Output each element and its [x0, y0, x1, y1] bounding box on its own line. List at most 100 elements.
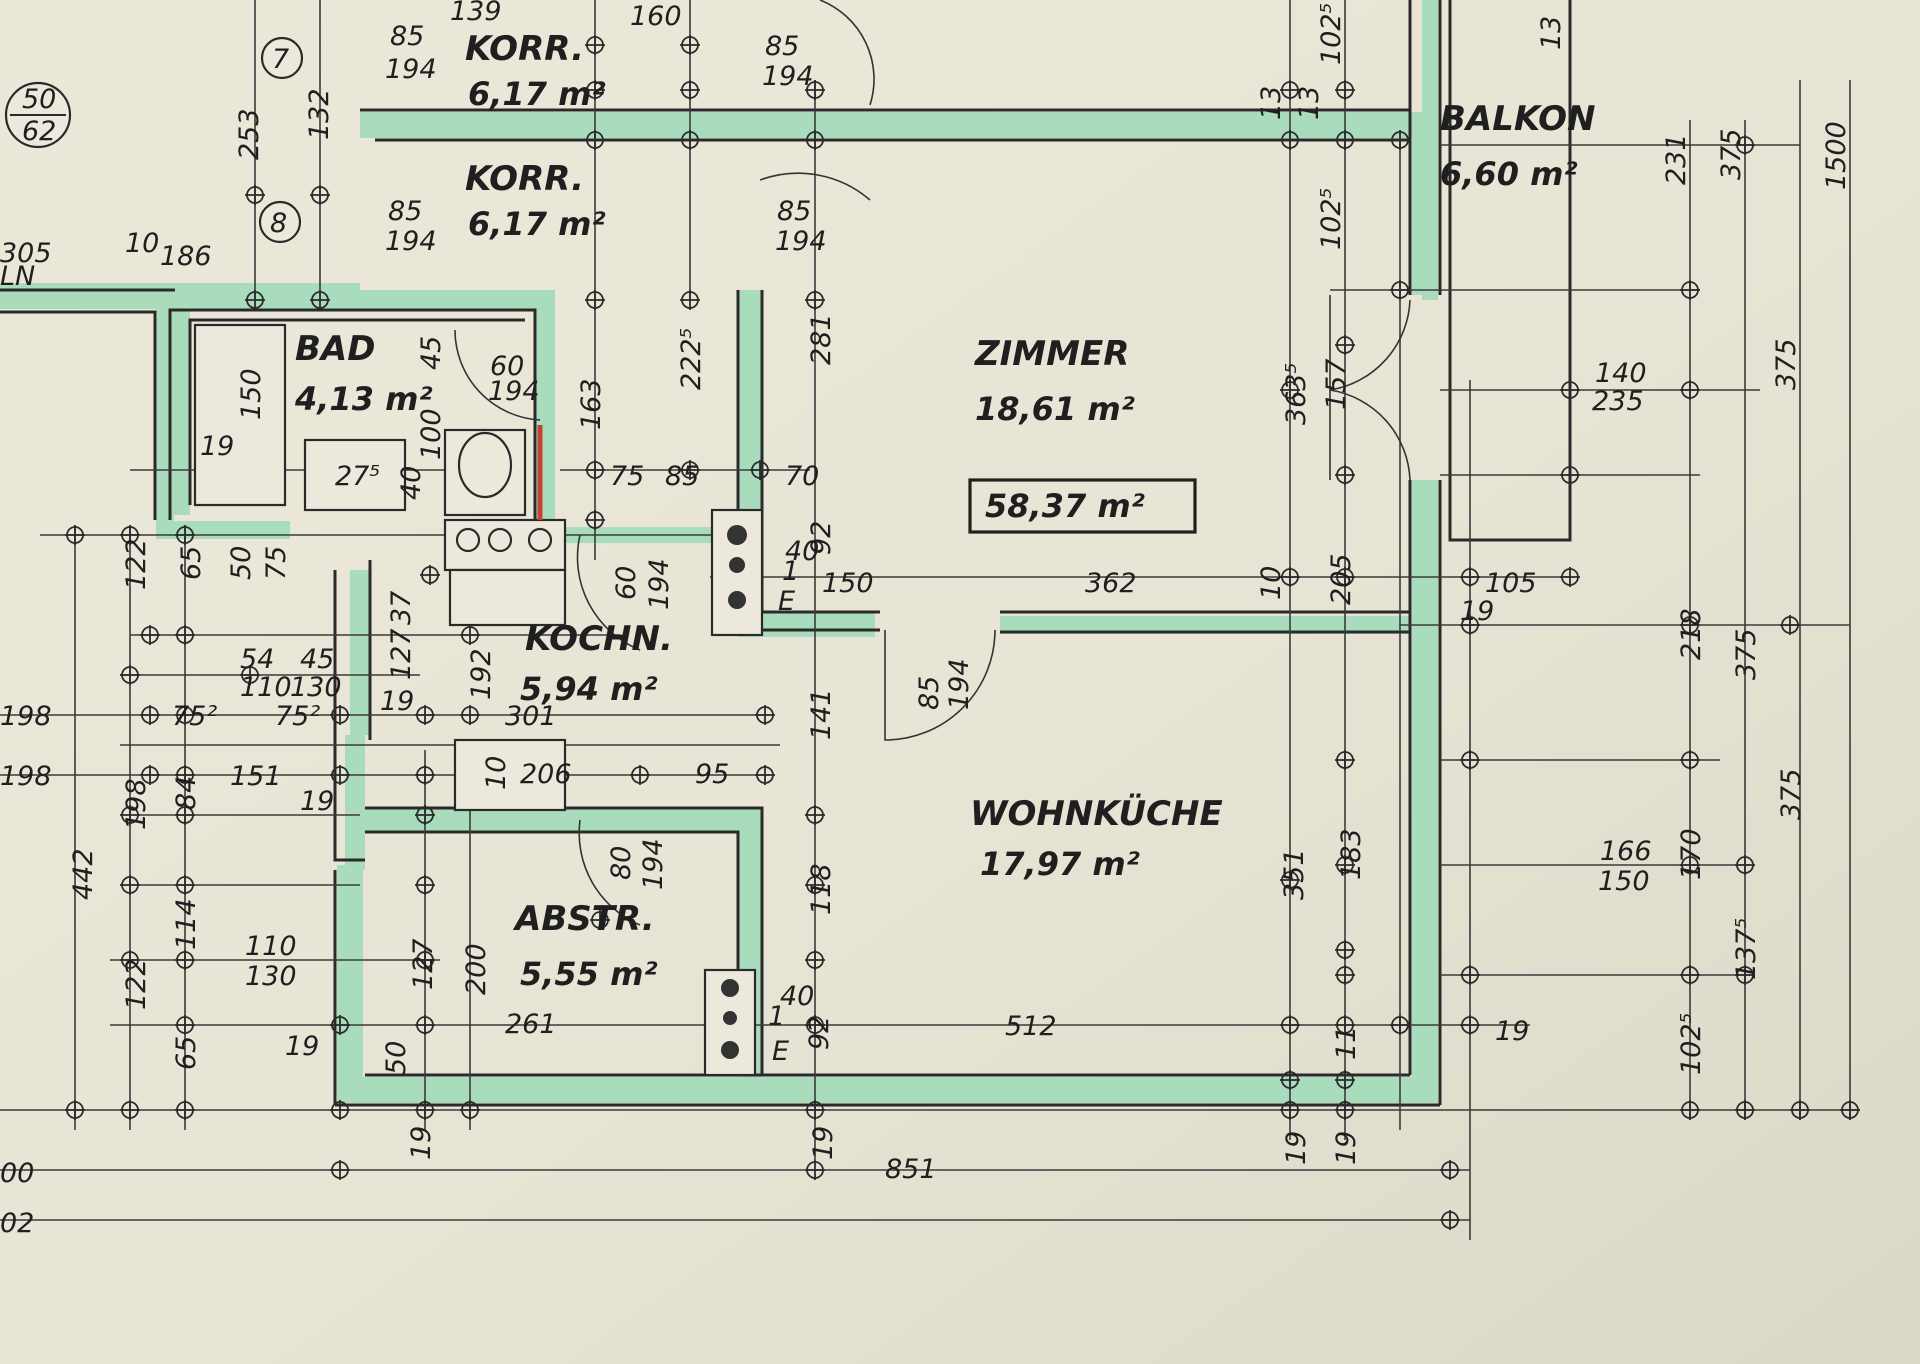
dim-label: 301 [505, 701, 557, 732]
room-area-korr-upper: 6,17 m² [468, 75, 605, 113]
dim-label: 305 [0, 238, 52, 269]
dim-label: 13 [1536, 16, 1567, 50]
dim-label: 141 [806, 688, 837, 740]
room-area-korr-lower: 6,17 m² [468, 205, 605, 243]
dim-label: 218 [1676, 608, 1707, 660]
dim-label: 75² [172, 701, 217, 732]
dim-label: 40 [780, 981, 814, 1012]
dim-label: 363⁵ [1281, 363, 1312, 425]
dim-label: 02 [0, 1208, 34, 1239]
dim-label: 19 [285, 1031, 319, 1062]
dim-label: 198 [0, 701, 52, 732]
dim-label: 130 [245, 961, 297, 992]
dim-label: 54 [240, 644, 274, 675]
dim-label: 118 [806, 863, 837, 915]
dim-label: 114 [171, 898, 202, 950]
dim-label: 19 [1495, 1016, 1529, 1047]
dim-label: 1 [768, 1001, 785, 1032]
room-area-bad: 4,13 m² [294, 380, 432, 418]
toilet-bowl [457, 431, 513, 499]
dim-label: 110 [245, 931, 297, 962]
dim-label: 70 [785, 461, 819, 492]
dim-label: 27⁵ [335, 461, 380, 492]
dim-label: 375 [1776, 768, 1807, 820]
dim-label: 205 [1326, 553, 1357, 605]
dim-label: 19 [406, 1126, 437, 1160]
dim-label: 127 [386, 628, 417, 680]
room-name-bad: BAD [295, 329, 375, 369]
dim-label: 130 [290, 672, 342, 703]
dim-label: 351 [1279, 848, 1310, 900]
dim-label: E [778, 586, 795, 617]
dim-label: 19 [380, 686, 414, 717]
dim-label: 512 [1005, 1011, 1057, 1042]
kitchen-sink [453, 738, 567, 812]
dim-label: 194 [944, 658, 975, 710]
dim-label: 150 [1598, 866, 1650, 897]
dim-label: 206 [520, 759, 572, 790]
room-name-balkon: BALKON [1440, 99, 1595, 139]
circle-8 [258, 200, 302, 244]
circle-fraction-top: 50 [22, 84, 56, 115]
dim-label: 163 [576, 378, 607, 430]
dim-label: 13 [1256, 86, 1287, 120]
dim-label: 362 [1085, 568, 1137, 599]
dim-label: 92 [806, 521, 837, 555]
dim-label: 10 [481, 756, 512, 790]
dim-label: 851 [885, 1154, 937, 1185]
total-area: 58,37 m² [985, 487, 1145, 525]
dim-label: 19 [808, 1126, 839, 1160]
room-name-korr-lower: KORR. [465, 159, 584, 199]
room-area-wohnkueche: 17,97 m² [980, 845, 1140, 883]
dim-label: 192 [466, 648, 497, 700]
circle-number-7: 7 [272, 44, 289, 75]
dim-label: 261 [505, 1009, 557, 1040]
dim-label: 85 [765, 31, 799, 62]
dim-label: 198 [121, 778, 152, 830]
dim-label: 75 [261, 546, 292, 580]
dim-label: 13 [1294, 86, 1325, 120]
room-name-abstr: ABSTR. [512, 899, 655, 939]
dim-label: 40 [785, 536, 819, 567]
dim-label: 85 [777, 196, 811, 227]
dim-label: 166 [1600, 836, 1652, 867]
dim-label: 194 [385, 54, 437, 85]
room-area-kochn: 5,94 m² [520, 670, 657, 708]
dim-label: 139 [450, 0, 502, 27]
dim-label: 75² [275, 701, 320, 732]
dim-label: 194 [762, 61, 814, 92]
dim-label: 105 [1485, 568, 1537, 599]
dim-label: 10 [125, 228, 159, 259]
room-area-balkon: 6,60 m² [1440, 155, 1577, 193]
dim-label: 194 [488, 376, 540, 407]
dim-label: 19 [1460, 596, 1494, 627]
fixtures [4, 36, 1197, 1077]
dim-label: 85 [914, 676, 945, 710]
dim-label: 200 [461, 943, 492, 995]
dim-label: 00 [0, 1158, 34, 1189]
dim-label: 50 [381, 1041, 412, 1075]
dim-label: 11 [1331, 1026, 1362, 1060]
dim-label: 140 [1595, 358, 1647, 389]
dim-label: 102⁵ [1316, 188, 1347, 250]
dim-label: 137⁵ [1731, 918, 1762, 980]
dim-label: 281 [806, 313, 837, 365]
dim-label: 75 [610, 461, 644, 492]
dim-label: 194 [644, 558, 675, 610]
room-name-zimmer: ZIMMER [974, 334, 1129, 374]
room-area-zimmer: 18,61 m² [975, 390, 1135, 428]
dim-label: 85 [388, 196, 422, 227]
dim-label: 102⁵ [1676, 1013, 1707, 1075]
dim-label: 60 [490, 351, 524, 382]
dim-label: 186 [160, 241, 212, 272]
dim-label: 50 [226, 546, 257, 580]
dimension-labels: 139 1 60 85 194 85 194 85 194 85 194 13 1… [0, 0, 1852, 1239]
dim-label: 235 [1592, 386, 1644, 417]
dim-label: 375 [1716, 128, 1747, 180]
dim-label: 127 [408, 938, 439, 990]
dim-label: 60 [611, 566, 642, 600]
dim-label: 92 [804, 1016, 835, 1050]
door-swings [454, 0, 1411, 926]
dim-label: 1 [782, 556, 799, 587]
washbasin [303, 438, 407, 512]
